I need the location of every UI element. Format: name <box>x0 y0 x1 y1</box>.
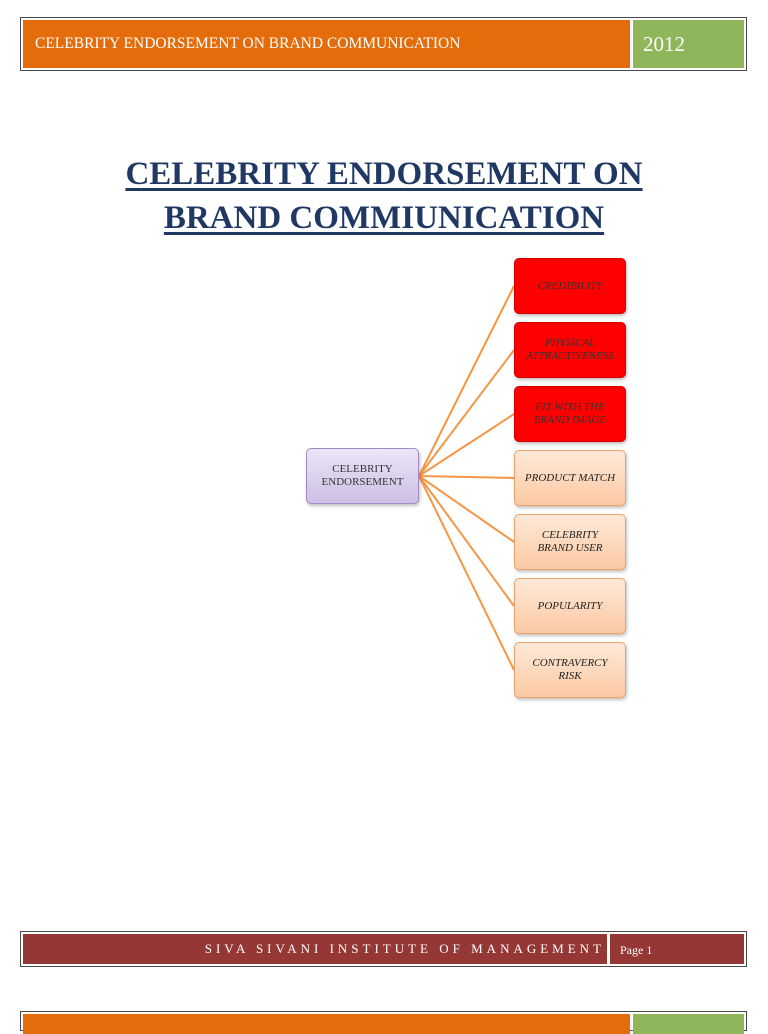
child-node-label-line1: CONTRAVERCY <box>532 657 608 669</box>
child-node-credibility: CREDIBILITY <box>514 258 626 314</box>
connector-line <box>418 413 515 477</box>
footer-institute: SIVA SIVANI INSTITUTE OF MANAGEMENT <box>23 934 607 964</box>
child-node-product-match: PRODUCT MATCH <box>514 450 626 506</box>
child-node-label-line2: BRAND IMAGE <box>533 414 607 426</box>
center-node-label-line1: CELEBRITY <box>332 463 393 475</box>
center-node-celebrity-endorsement: CELEBRITY ENDORSEMENT <box>306 448 419 504</box>
child-node-label-line1: FIT WITH THE <box>535 401 605 413</box>
center-node-label-line2: ENDORSEMENT <box>321 476 404 488</box>
child-node-celebrity-brand-user: CELEBRITY BRAND USER <box>514 514 626 570</box>
child-node-label-line2: BRAND USER <box>537 542 603 554</box>
connector-line <box>418 475 515 543</box>
child-node-label-line1: PRODUCT MATCH <box>524 471 616 484</box>
connector-line <box>418 285 515 477</box>
connector-line <box>418 475 515 607</box>
connector-line <box>418 475 515 671</box>
header-title: CELEBRITY ENDORSEMENT ON BRAND COMMUNICA… <box>23 20 630 68</box>
page-title-line1: CELEBRITY ENDORSEMENT ON <box>125 156 643 192</box>
next-page-header-left <box>23 1014 630 1034</box>
footer-bar: SIVA SIVANI INSTITUTE OF MANAGEMENT Page… <box>20 931 747 967</box>
child-node-label-line1: POPULARITY <box>537 599 603 612</box>
page-title: CELEBRITY ENDORSEMENT ON BRAND COMMIUNIC… <box>0 152 768 240</box>
child-node-label-line2: RISK <box>558 670 582 682</box>
connector-line <box>418 349 515 477</box>
child-node-label-line1: CREDIBILITY <box>537 279 603 292</box>
child-node-physical-attractiveness: PHYSICAL ATTRACTIVENESS <box>514 322 626 378</box>
footer-page-number: Page 1 <box>610 934 744 964</box>
page-title-line2: BRAND COMMIUNICATION <box>163 200 605 236</box>
child-node-label-line1: PHYSICAL <box>544 337 596 349</box>
next-page-header-right <box>633 1014 744 1034</box>
child-node-label-line2: ATTRACTIVENESS <box>526 350 614 362</box>
connector-line <box>418 475 515 479</box>
next-page-header-peek <box>20 1011 747 1034</box>
child-node-popularity: POPULARITY <box>514 578 626 634</box>
child-node-contravercy-risk: CONTRAVERCY RISK <box>514 642 626 698</box>
header-bar: CELEBRITY ENDORSEMENT ON BRAND COMMUNICA… <box>20 17 747 71</box>
child-node-fit-with-brand-image: FIT WITH THE BRAND IMAGE <box>514 386 626 442</box>
header-year: 2012 <box>633 20 744 68</box>
child-node-label-line1: CELEBRITY <box>541 529 599 541</box>
